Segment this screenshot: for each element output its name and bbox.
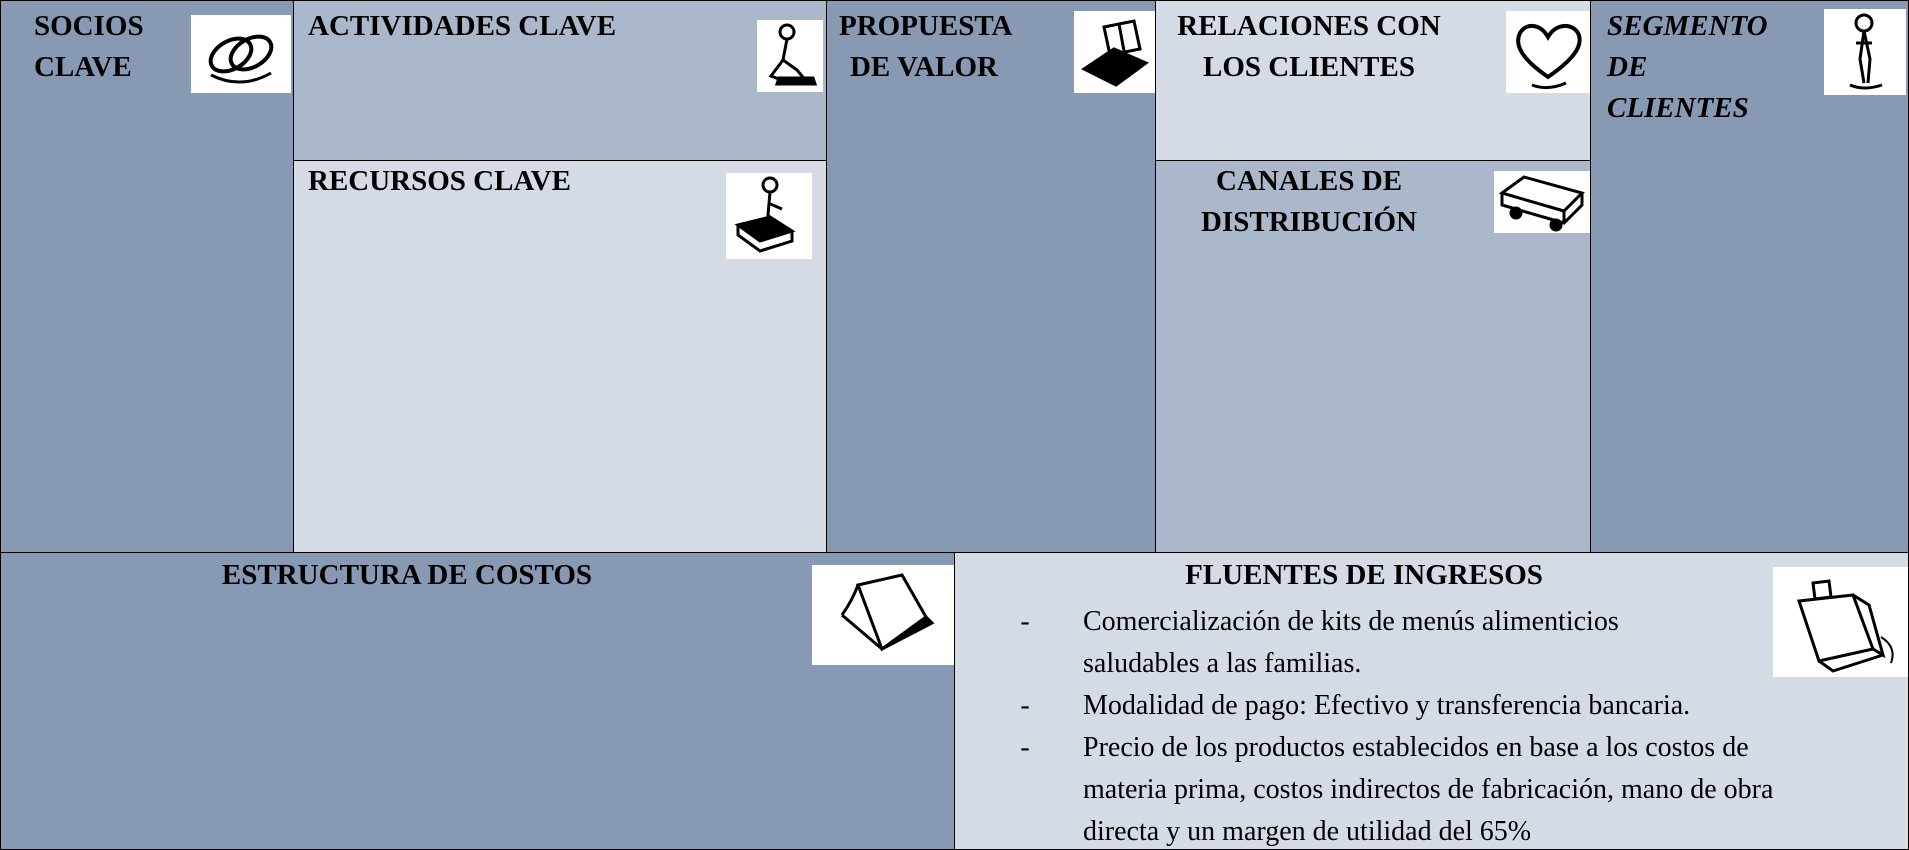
title-line: CLIENTES	[1607, 92, 1749, 124]
list-item-text-line: directa y un margen de utilidad del 65%	[1083, 816, 1532, 847]
gift-box-icon	[1074, 11, 1155, 93]
title-line: RELACIONES CON	[1177, 10, 1441, 42]
list-item: - Precio de los productos establecidos e…	[1015, 727, 1875, 849]
customer-relationships-cell: RELACIONES CON LOS CLIENTES	[1155, 0, 1591, 161]
bullet-dash: -	[1020, 732, 1030, 763]
customer-relationships-title: RELACIONES CON LOS CLIENTES	[1164, 6, 1454, 88]
title-line: DE VALOR	[849, 51, 998, 83]
paper-sheet-icon	[812, 565, 954, 665]
person-on-box-icon	[726, 173, 812, 259]
list-item-text-line: Precio de los productos establecidos en …	[1083, 732, 1749, 763]
customer-segments-title: SEGMENTO DE CLIENTES	[1607, 6, 1768, 129]
bullet-dash: -	[1020, 606, 1030, 637]
revenue-items-list: - Comercialización de kits de menús alim…	[1015, 601, 1875, 849]
revenue-streams-title: FLUENTES DE INGRESOS	[1185, 559, 1543, 591]
key-partners-title: SOCIOS CLAVE	[34, 6, 144, 88]
cost-structure-title: ESTRUCTURA DE COSTOS	[221, 559, 593, 591]
revenue-streams-cell: FLUENTES DE INGRESOS - Comercialización …	[954, 552, 1909, 850]
value-proposition-title: PROPUESTA DE VALOR	[839, 6, 1013, 88]
key-activities-cell: ACTIVIDADES CLAVE	[293, 0, 827, 161]
list-item-text-line: saludables a las familias.	[1083, 648, 1362, 679]
key-activities-title: ACTIVIDADES CLAVE	[308, 10, 617, 42]
title-line: CLAVE	[34, 51, 132, 83]
title-line: SEGMENTO	[1607, 10, 1768, 42]
standing-person-icon	[1824, 9, 1906, 95]
key-partners-cell: SOCIOS CLAVE	[0, 0, 294, 553]
value-proposition-cell: PROPUESTA DE VALOR	[826, 0, 1156, 553]
title-line: CANALES DE	[1215, 165, 1403, 197]
key-resources-cell: RECURSOS CLAVE	[293, 160, 827, 553]
list-item: - Comercialización de kits de menús alim…	[1015, 601, 1875, 685]
channels-cell: CANALES DE DISTRIBUCIÓN	[1155, 160, 1591, 553]
customer-segments-cell: SEGMENTO DE CLIENTES	[1590, 0, 1909, 553]
list-item-text-line: Comercialización de kits de menús alimen…	[1083, 606, 1619, 637]
cost-structure-cell: ESTRUCTURA DE COSTOS	[0, 552, 955, 850]
chain-link-icon	[191, 15, 291, 93]
title-line: LOS CLIENTES	[1203, 51, 1415, 83]
key-resources-title: RECURSOS CLAVE	[308, 165, 571, 197]
bullet-dash: -	[1020, 690, 1030, 721]
kneeling-person-icon	[757, 20, 823, 92]
title-line: PROPUESTA	[839, 10, 1013, 42]
title-line: DE	[1607, 51, 1648, 83]
title-line: DISTRIBUCIÓN	[1201, 206, 1417, 238]
list-item-text-line: materia prima, costos indirectos de fabr…	[1083, 774, 1774, 805]
channels-title: CANALES DE DISTRIBUCIÓN	[1164, 161, 1454, 243]
list-item-text-line: Modalidad de pago: Efectivo y transferen…	[1083, 690, 1691, 721]
heart-icon	[1506, 11, 1590, 93]
delivery-truck-icon	[1494, 171, 1590, 233]
cash-register-icon	[1773, 567, 1908, 677]
title-line: SOCIOS	[34, 10, 144, 42]
list-item: - Modalidad de pago: Efectivo y transfer…	[1015, 685, 1875, 727]
